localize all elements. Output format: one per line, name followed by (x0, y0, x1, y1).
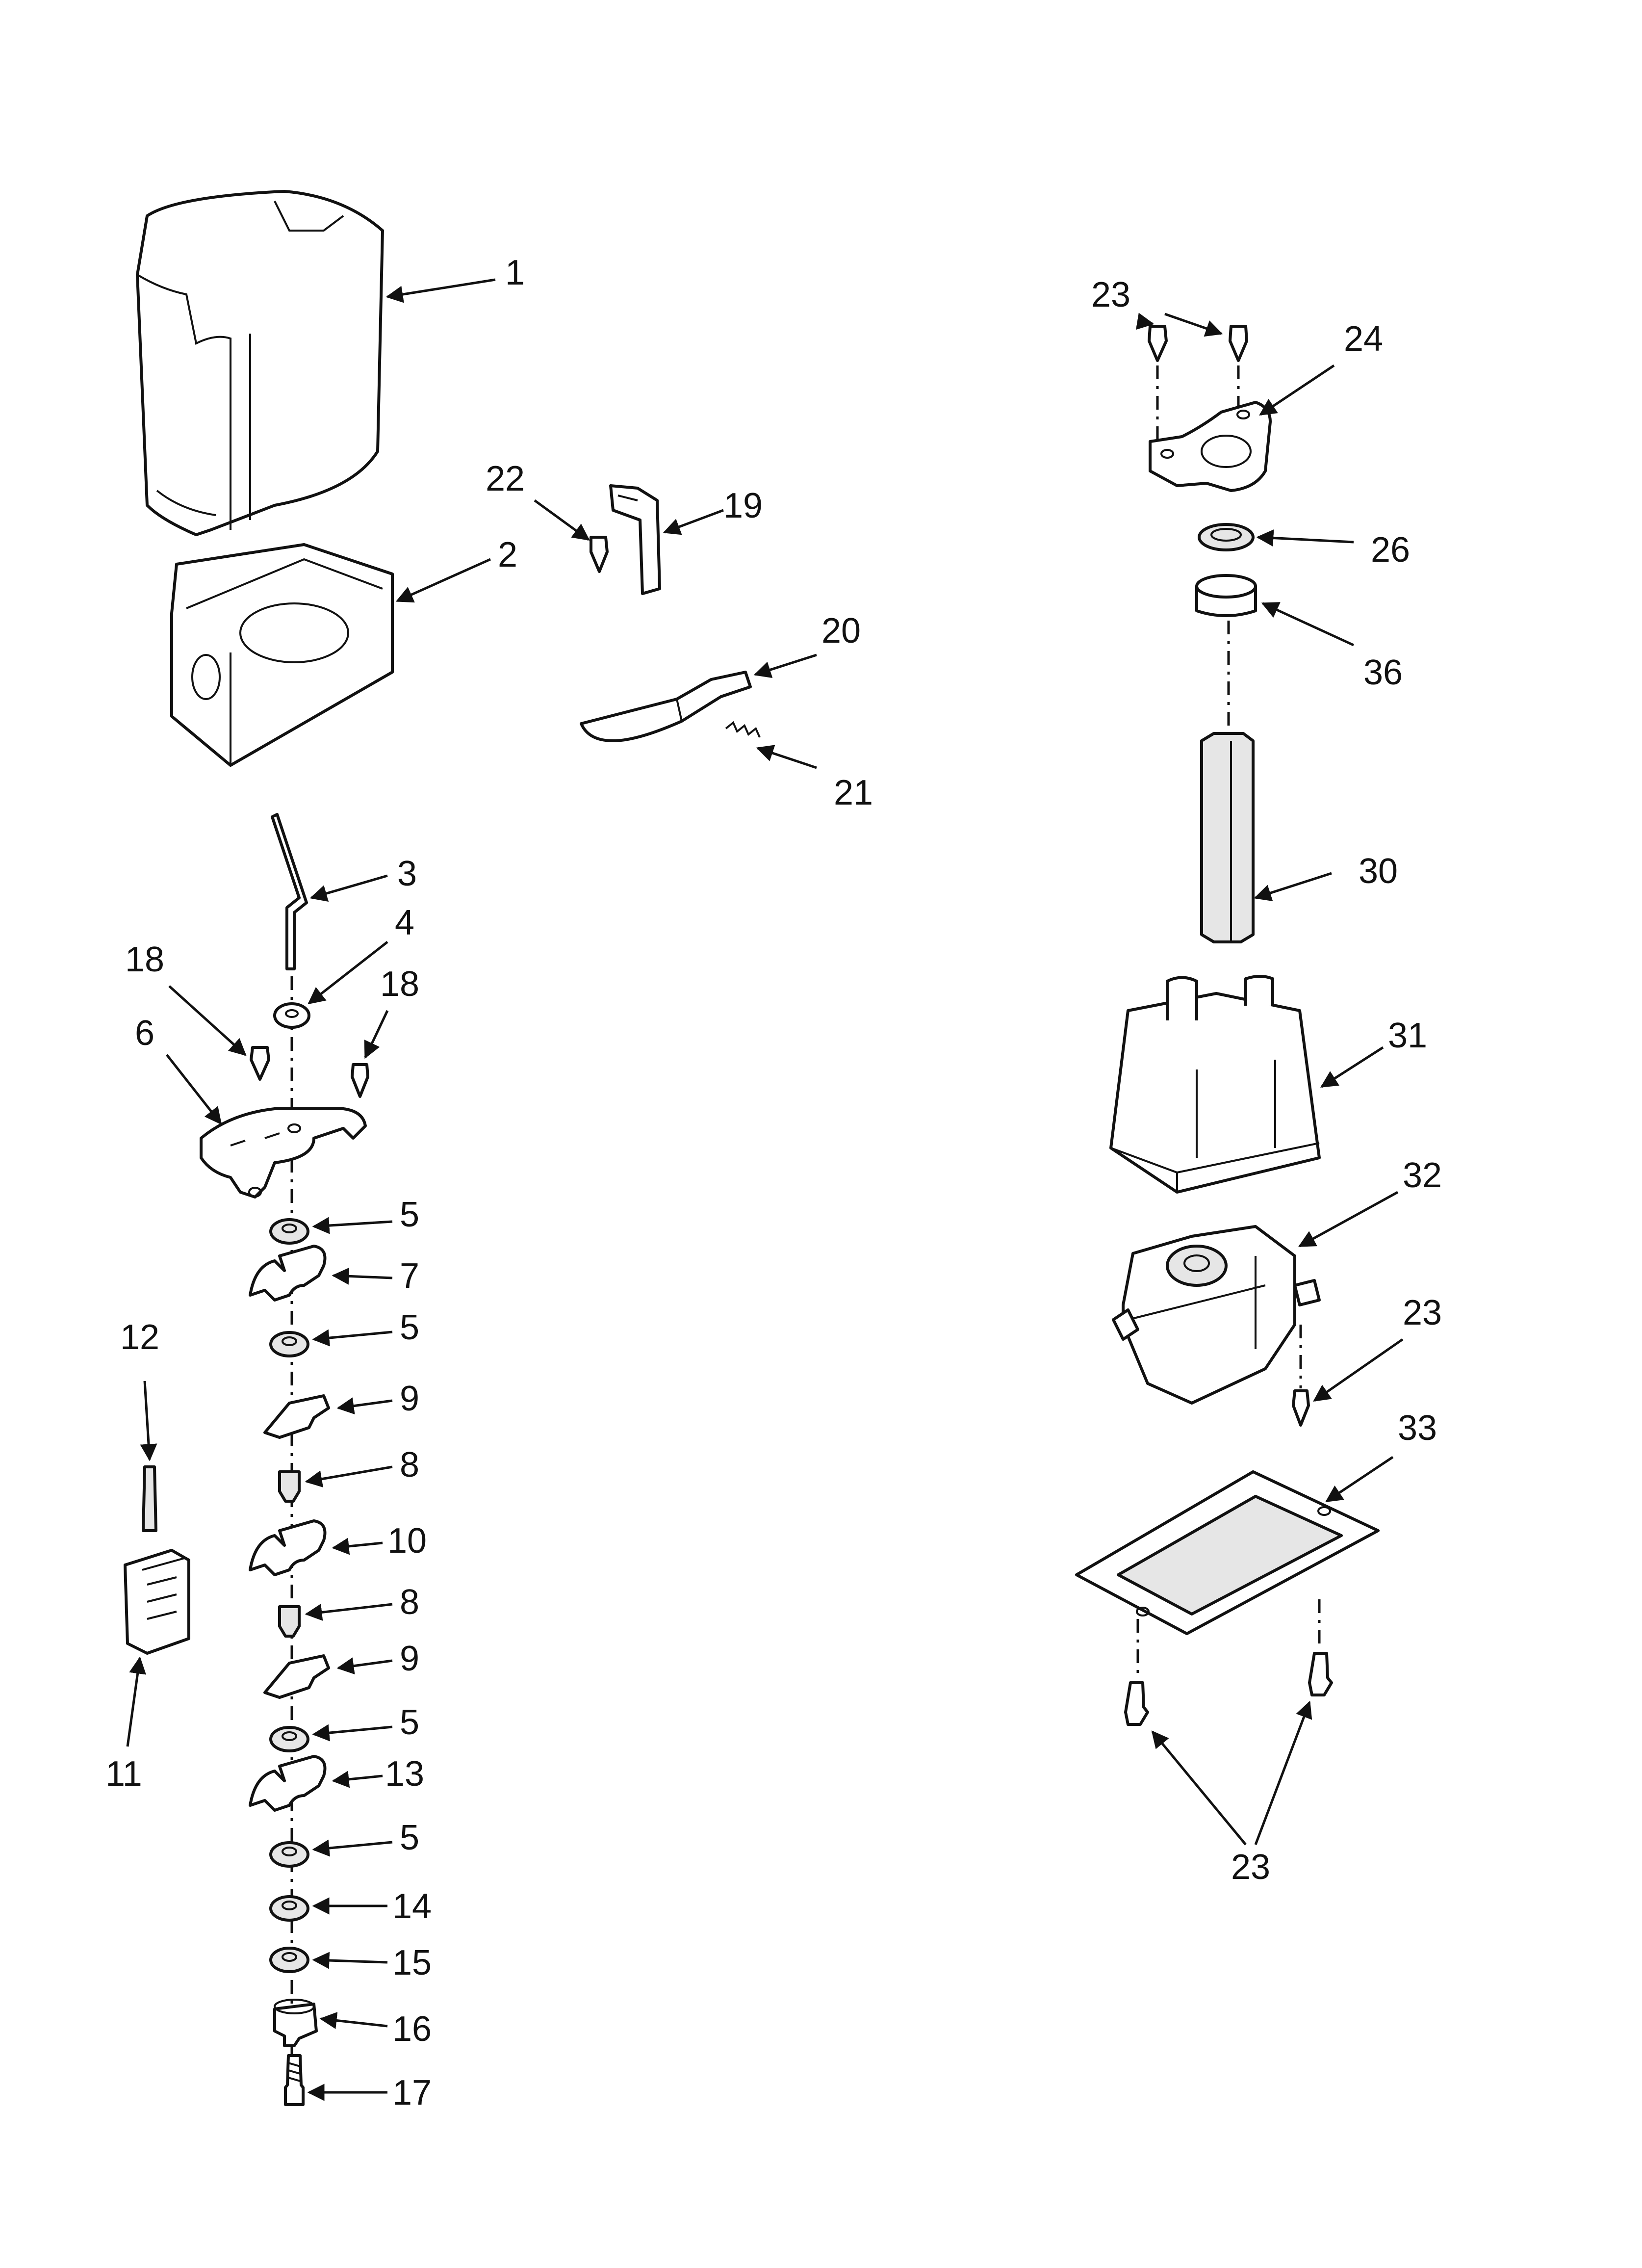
callout-15: 15 (392, 1943, 432, 1982)
part-30-shaft (1200, 732, 1255, 943)
part-8-bushing-b (278, 1605, 301, 1638)
part-16-coupler (273, 1999, 318, 2047)
callout-16: 16 (392, 2009, 432, 2049)
callout-21: 21 (834, 773, 873, 812)
callout-23-top: 23 (1091, 275, 1130, 314)
callout-23-bottom: 23 (1231, 1848, 1270, 1887)
callout-36: 36 (1363, 653, 1403, 692)
callout-3: 3 (397, 854, 417, 893)
callout-13: 13 (385, 1754, 424, 1794)
part-18-screw-right (351, 1063, 369, 1098)
part-5-spacer-a (269, 1218, 309, 1245)
part-7-blade (249, 1245, 327, 1302)
part-24-bearing-plate (1149, 401, 1272, 492)
part-17-screw (284, 2054, 305, 2106)
callout-2: 2 (498, 535, 517, 574)
callout-5a: 5 (400, 1195, 419, 1234)
part-9-blade-b (263, 1654, 330, 1699)
callout-33: 33 (1398, 1408, 1437, 1448)
callout-18-right: 18 (380, 965, 419, 1004)
part-23-screw-top-right (1229, 325, 1248, 362)
callout-6: 6 (135, 1014, 154, 1053)
callout-10: 10 (387, 1521, 427, 1561)
part-32-motor (1112, 1225, 1321, 1405)
callout-5c: 5 (400, 1703, 419, 1742)
part-3-rod (271, 813, 308, 970)
callout-23-motor: 23 (1403, 1293, 1442, 1332)
callout-7: 7 (400, 1256, 419, 1296)
callout-5d: 5 (400, 1818, 419, 1857)
part-5-spacer-c (269, 1726, 309, 1752)
callout-30: 30 (1359, 852, 1398, 891)
part-12-pin (142, 1465, 157, 1532)
part-22-screw (590, 536, 609, 573)
part-6-mounting-plate (200, 1107, 367, 1199)
callout-9a: 9 (400, 1379, 419, 1418)
part-14-washer (269, 1895, 309, 1922)
callout-31: 31 (1388, 1016, 1427, 1055)
callout-1: 1 (505, 253, 525, 292)
callout-22: 22 (486, 459, 525, 498)
part-8-bushing-a (278, 1470, 301, 1503)
callout-19: 19 (723, 486, 763, 525)
part-4-washer (273, 1002, 310, 1029)
part-13-blade (249, 1755, 327, 1812)
callout-18-left: 18 (125, 940, 164, 979)
part-18-screw-left (250, 1046, 270, 1081)
part-23-screw-motor (1292, 1389, 1310, 1427)
callout-24: 24 (1344, 319, 1383, 359)
part-36-bushing (1195, 574, 1257, 617)
part-26-ring (1198, 523, 1255, 551)
part-23-screw-bottom-left (1124, 1681, 1149, 1726)
callout-11: 11 (105, 1754, 142, 1794)
callout-8b: 8 (400, 1583, 419, 1622)
part-20-lever (580, 671, 752, 742)
part-31-motor-cover (1109, 975, 1321, 1194)
part-19-bracket (609, 484, 661, 595)
callout-17: 17 (392, 2073, 432, 2112)
part-11-block (124, 1549, 190, 1655)
part-23-screw-top-left (1148, 325, 1168, 362)
callout-5b: 5 (400, 1308, 419, 1347)
part-15-washer (269, 1947, 309, 1973)
part-5-spacer-d (269, 1841, 309, 1868)
part-5-spacer-b (269, 1331, 309, 1357)
part-9-blade-a (263, 1394, 330, 1439)
callout-12: 12 (120, 1318, 159, 1357)
part-10-blade (249, 1519, 327, 1576)
part-21-spring (725, 721, 761, 738)
callout-4: 4 (395, 903, 414, 942)
part-23-screw-bottom-right (1308, 1652, 1333, 1696)
part-2-bin-housing (170, 543, 394, 767)
callout-9b: 9 (400, 1639, 419, 1678)
callout-20: 20 (821, 611, 861, 651)
part-33-gasket (1075, 1470, 1380, 1635)
callout-26: 26 (1371, 530, 1410, 570)
callout-14: 14 (392, 1887, 432, 1926)
part-1-bin-liner (136, 190, 384, 536)
callout-8a: 8 (400, 1445, 419, 1485)
callout-32: 32 (1403, 1156, 1442, 1195)
